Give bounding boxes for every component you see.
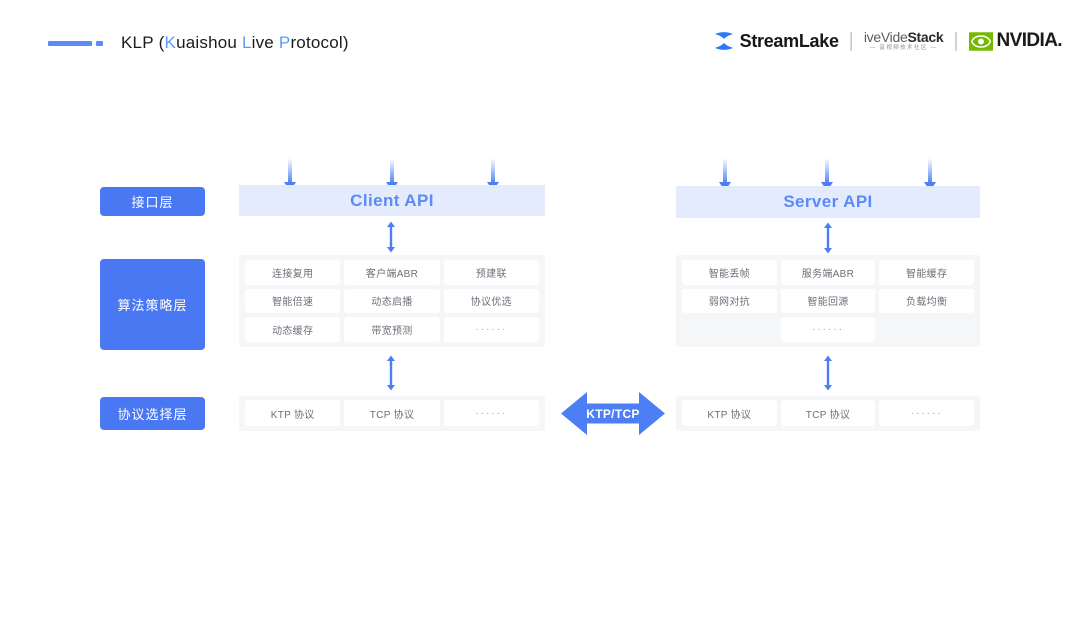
logo-separator-1: | — [848, 30, 854, 52]
server-api-bar: Server API — [676, 186, 980, 218]
title-block: KLP (Kuaishou Live Protocol) — [48, 33, 349, 53]
client-algo-cell[interactable]: 连接复用 — [245, 260, 341, 285]
lvs-bold-part: Stack — [907, 29, 944, 46]
client-algorithm-grid: 连接复用 客户端ABR 预建联 智能倍速 动态启播 协议优选 动态缓存 带宽预测… — [245, 260, 539, 342]
livevideostack-logo: iveVideStack — 音视频技术社区 — — [863, 29, 944, 52]
client-algo-cell[interactable]: 智能倍速 — [245, 288, 341, 314]
title-accent-l: L — [241, 33, 252, 52]
client-algo-cell[interactable]: 预建联 — [443, 260, 539, 285]
livevideostack-label: iveVideStack — [863, 29, 944, 46]
title-rest-live: ive — [251, 33, 279, 52]
client-api-algo-connector-icon — [387, 221, 395, 253]
nvidia-eye-icon — [968, 31, 993, 51]
server-algo-cell[interactable]: 负载均衡 — [879, 288, 974, 314]
bidirectional-arrow-icon — [561, 392, 665, 435]
server-api-algo-connector-icon — [824, 222, 832, 254]
client-protocol-cell[interactable]: TCP 协议 — [344, 400, 440, 426]
client-algo-cell[interactable]: 动态缓存 — [245, 317, 341, 342]
server-protocol-cell[interactable]: TCP 协议 — [780, 400, 876, 426]
server-algo-protocol-connector-icon — [824, 355, 832, 391]
client-algo-cell-more[interactable]: ······ — [443, 317, 539, 342]
layer-label-algorithm: 算法策略层 — [100, 259, 205, 350]
server-algo-cell[interactable]: 智能缓存 — [879, 260, 974, 285]
client-protocol-cell[interactable]: KTP 协议 — [245, 400, 341, 426]
server-algo-cell[interactable]: 智能回源 — [780, 288, 876, 314]
nvidia-label: NVIDIA. — [996, 30, 1063, 51]
title-rule-icon — [48, 40, 103, 46]
client-algo-cell[interactable]: 协议优选 — [443, 288, 539, 314]
server-algorithm-grid: 智能丢帧 服务端ABR 智能缓存 弱网对抗 智能回源 负载均衡 ······ — [682, 260, 974, 342]
client-algo-cell[interactable]: 带宽预测 — [344, 317, 440, 342]
title-rest-protocol: rotocol — [290, 33, 343, 52]
logo-separator-2: | — [953, 30, 959, 52]
nvidia-logo: NVIDIA. — [968, 30, 1063, 52]
client-api-bar: Client API — [239, 185, 545, 216]
livevideostack-subtitle: — 音视频技术社区 — — [869, 45, 938, 52]
title-accent-k: K — [164, 33, 177, 52]
server-algo-cell[interactable]: 服务端ABR — [780, 260, 876, 285]
layer-label-protocol: 协议选择层 — [100, 397, 205, 430]
client-algo-cell[interactable]: 客户端ABR — [344, 260, 440, 285]
server-algo-cell-placeholder-left — [682, 317, 777, 342]
sponsor-logos: StreamLake | iveVideStack — 音视频技术社区 — | … — [713, 29, 1063, 52]
server-protocol-cell-more[interactable]: ······ — [879, 400, 974, 426]
server-algo-cell[interactable]: 智能丢帧 — [682, 260, 777, 285]
title-paren-close: ) — [342, 33, 349, 52]
server-protocol-cell[interactable]: KTP 协议 — [682, 400, 777, 426]
streamlake-logo: StreamLake — [713, 31, 839, 52]
page-title: KLP (Kuaishou Live Protocol) — [121, 33, 349, 53]
streamlake-label: StreamLake — [739, 30, 839, 51]
client-protocol-cell-more[interactable]: ······ — [443, 400, 539, 426]
lvs-light-part: iveVide — [863, 29, 908, 46]
client-algo-protocol-connector-icon — [387, 355, 395, 391]
client-algo-cell[interactable]: 动态启播 — [344, 288, 440, 314]
title-paren-open: ( — [158, 33, 165, 52]
server-algo-cell[interactable]: 弱网对抗 — [682, 288, 777, 314]
server-algo-cell-placeholder-right — [879, 317, 974, 342]
server-algo-cell-more[interactable]: ······ — [780, 317, 876, 342]
streamlake-mark-icon — [714, 32, 733, 50]
client-protocol-grid: KTP 协议 TCP 协议 ······ — [245, 400, 539, 426]
layer-label-interface: 接口层 — [100, 187, 205, 216]
page-header: KLP (Kuaishou Live Protocol) StreamLake … — [0, 0, 1080, 86]
ktp-tcp-bidirectional-arrow: KTP/TCP — [561, 390, 665, 437]
title-main: KLP — [121, 33, 154, 52]
title-rest-kuaishou: uaishou — [176, 33, 242, 52]
ktp-tcp-label: KTP/TCP — [586, 406, 640, 421]
title-accent-p: P — [278, 33, 291, 52]
server-protocol-grid: KTP 协议 TCP 协议 ······ — [682, 400, 974, 426]
